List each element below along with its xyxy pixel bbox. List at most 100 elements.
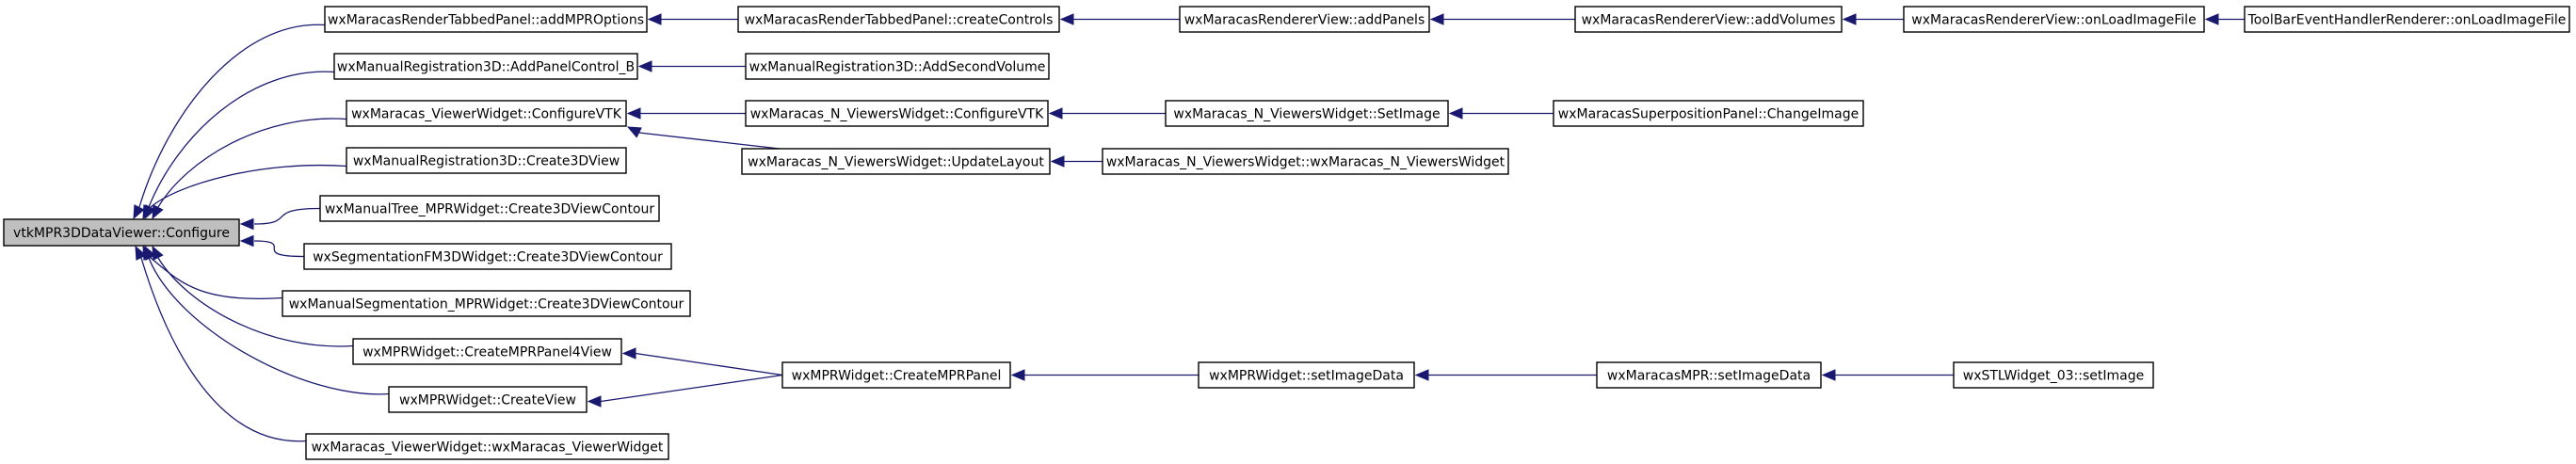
- graph-node-wxsegmentationfm3dwidget-create3dviewcontour[interactable]: wxSegmentationFM3DWidget::Create3DViewCo…: [303, 243, 672, 270]
- graph-edge: [1842, 13, 1904, 25]
- graph-node-label: wxSegmentationFM3DWidget::Create3DViewCo…: [313, 250, 663, 265]
- graph-node-box: [305, 433, 669, 460]
- graph-node-wxmprwidget-setimagedata[interactable]: wxMPRWidget::setImageData: [1198, 361, 1415, 389]
- graph-edge-arrowhead: [1050, 155, 1065, 168]
- graph-node-box: [1596, 361, 1822, 389]
- graph-edge: [2204, 13, 2245, 25]
- graph-edge: [239, 234, 305, 258]
- graph-edge: [647, 13, 738, 25]
- graph-node-box: [1179, 6, 1430, 33]
- graph-edge-line: [157, 118, 347, 208]
- graph-node-label: wxMaracasRendererView::addPanels: [1184, 13, 1425, 28]
- graph-node-label: wxMPRWidget::CreateMPRPanel4View: [362, 345, 612, 360]
- graph-node-wxmprwidget-createmprpanel4view[interactable]: wxMPRWidget::CreateMPRPanel4View: [352, 338, 622, 365]
- graph-edge-arrowhead: [1414, 369, 1429, 381]
- graph-node-box: [1553, 100, 1864, 127]
- graph-edge-arrowhead: [626, 107, 641, 120]
- graph-edge-arrowhead: [1821, 369, 1836, 381]
- graph-edge: [621, 347, 783, 376]
- graph-node-wxmanualregistration3d-addpanelcontrol-b[interactable]: wxManualRegistration3D::AddPanelControl_…: [333, 53, 638, 80]
- graph-node-label: wxMaracas_N_ViewersWidget::wxMaracas_N_V…: [1106, 155, 1505, 170]
- graph-edge: [1414, 369, 1597, 381]
- graph-edge: [1429, 13, 1575, 25]
- graph-node-wxmaracasrendertabbedpanel-addmproptions[interactable]: wxMaracasRenderTabbedPanel::addMPROption…: [324, 6, 648, 33]
- graph-node-wxmaracasrendertabbedpanel-createcontrols[interactable]: wxMaracasRenderTabbedPanel::createContro…: [737, 6, 1060, 33]
- graph-node-box: [303, 243, 672, 270]
- graph-edge-arrowhead: [621, 347, 636, 360]
- graph-edge: [152, 118, 347, 220]
- graph-edge-arrowhead: [647, 13, 662, 25]
- graph-edge-line: [138, 24, 326, 208]
- graph-node-wxmanualregistration3d-addsecondvolume[interactable]: wxManualRegistration3D::AddSecondVolume: [745, 53, 1050, 80]
- graph-edge-arrowhead: [626, 126, 642, 138]
- graph-node-wxmaracasmpr-setimagedata[interactable]: wxMaracasMPR::setImageData: [1596, 361, 1822, 389]
- graph-edge: [135, 245, 307, 442]
- graph-node-box: [333, 53, 638, 80]
- graph-edge: [133, 24, 326, 220]
- graph-node-wxmaracas-n-viewerswidget-wxmaracas-n-viewerswidget[interactable]: wxMaracas_N_ViewersWidget::wxMaracas_N_V…: [1102, 148, 1509, 175]
- graph-node-wxmprwidget-createview[interactable]: wxMPRWidget::CreateView: [388, 386, 588, 413]
- graph-node-label: wxManualRegistration3D::AddSecondVolume: [749, 60, 1046, 75]
- graph-edge-line: [140, 257, 307, 442]
- graph-node-box: [737, 6, 1060, 33]
- graph-edge-arrowhead: [587, 395, 602, 408]
- graph-node-label: wxMaracasMPR::setImageData: [1607, 369, 1811, 384]
- graph-edge-arrowhead: [135, 245, 147, 261]
- graph-node-wxmaracas-viewerwidget-wxmaracas-viewerwidget[interactable]: wxMaracas_ViewerWidget::wxMaracas_Viewer…: [305, 433, 669, 460]
- graph-node-label: wxSTLWidget_03::setImage: [1963, 369, 2144, 384]
- graph-edge-arrowhead: [1448, 107, 1463, 120]
- graph-edge-line: [600, 374, 783, 403]
- graph-node-wxmaracas-n-viewerswidget-updatelayout[interactable]: wxMaracas_N_ViewersWidget::UpdateLayout: [741, 148, 1051, 175]
- graph-node-wxmanualsegmentation-mprwidget-create3dviewcontour[interactable]: wxManualSegmentation_MPRWidget::Create3D…: [282, 290, 691, 317]
- graph-edge: [152, 245, 354, 347]
- graph-node-box: [282, 290, 691, 317]
- graph-node-box: [1903, 6, 2205, 33]
- graph-node-label: wxMaracasRenderTabbedPanel::addMPROption…: [328, 13, 644, 28]
- graph-edge-line: [638, 132, 781, 150]
- graph-node-label: wxMaracasRendererView::onLoadImageFile: [1911, 13, 2196, 28]
- graph-node-box: [745, 100, 1049, 127]
- graph-node-wxmprwidget-createmprpanel[interactable]: wxMPRWidget::CreateMPRPanel: [781, 361, 1011, 389]
- graph-node-box: [1574, 6, 1843, 33]
- graph-edge: [239, 207, 321, 231]
- graph-edge-line: [150, 257, 283, 300]
- graph-node-label: wxMaracas_ViewerWidget::ConfigureVTK: [351, 107, 622, 122]
- graph-edge-arrowhead: [144, 204, 156, 220]
- graph-node-wxmanualtree-mprwidget-create3dviewcontour[interactable]: wxManualTree_MPRWidget::Create3DViewCont…: [319, 195, 660, 222]
- graph-node-label: wxManualTree_MPRWidget::Create3DViewCont…: [325, 202, 655, 217]
- graph-edge-arrowhead: [239, 234, 254, 248]
- graph-node-wxmaracassuperpositionpanel-changeimage[interactable]: wxMaracasSuperpositionPanel::ChangeImage: [1553, 100, 1864, 127]
- graph-node-label: wxMPRWidget::CreateMPRPanel: [792, 369, 1002, 384]
- graph-edge-arrowhead: [1059, 13, 1074, 25]
- call-graph-edges: [133, 13, 2245, 442]
- graph-edge-line: [150, 165, 347, 208]
- graph-node-label: wxMaracas_N_ViewersWidget::SetImage: [1173, 107, 1440, 122]
- graph-edge-arrowhead: [1010, 369, 1025, 381]
- graph-edge-line: [148, 257, 390, 395]
- graph-edge-arrowhead: [239, 217, 254, 231]
- graph-edge-arrowhead: [637, 60, 652, 72]
- graph-edge: [587, 374, 783, 408]
- graph-node-wxmaracasrendererview-addpanels[interactable]: wxMaracasRendererView::addPanels: [1179, 6, 1430, 33]
- graph-node-wxmaracasrendererview-addvolumes[interactable]: wxMaracasRendererView::addVolumes: [1574, 6, 1843, 33]
- graph-node-label: wxManualRegistration3D::Create3DView: [353, 154, 620, 169]
- graph-edge-arrowhead: [1048, 107, 1063, 120]
- graph-node-box: [2244, 6, 2570, 33]
- graph-node-wxmaracas-viewerwidget-configurevtk[interactable]: wxMaracas_ViewerWidget::ConfigureVTK: [346, 100, 627, 127]
- graph-node-label: wxMaracas_N_ViewersWidget::ConfigureVTK: [750, 107, 1044, 122]
- graph-edge: [1050, 155, 1103, 168]
- graph-edge: [626, 107, 746, 120]
- graph-node-box: [388, 386, 588, 413]
- call-graph-nodes: vtkMPR3DDataViewer::ConfigurewxMaracasRe…: [3, 6, 2570, 460]
- graph-node-label: wxMaracas_N_ViewersWidget::UpdateLayout: [748, 155, 1044, 170]
- graph-node-wxmaracasrendererview-onloadimagefile[interactable]: wxMaracasRendererView::onLoadImageFile: [1903, 6, 2205, 33]
- graph-edge: [1821, 369, 1954, 381]
- graph-node-toolbareventhandlerrenderer-onloadimagefile[interactable]: ToolBarEventHandlerRenderer::onLoadImage…: [2244, 6, 2570, 33]
- graph-edge: [1448, 107, 1554, 120]
- graph-edge-line: [635, 352, 783, 376]
- graph-node-wxmaracas-n-viewerswidget-setimage[interactable]: wxMaracas_N_ViewersWidget::SetImage: [1165, 100, 1449, 127]
- graph-node-wxstlwidget-03-setimage[interactable]: wxSTLWidget_03::setImage: [1953, 361, 2154, 389]
- graph-node-wxmanualregistration3d-create3dview[interactable]: wxManualRegistration3D::Create3DView: [346, 147, 627, 174]
- graph-node-wxmaracas-n-viewerswidget-configurevtk[interactable]: wxMaracas_N_ViewersWidget::ConfigureVTK: [745, 100, 1049, 127]
